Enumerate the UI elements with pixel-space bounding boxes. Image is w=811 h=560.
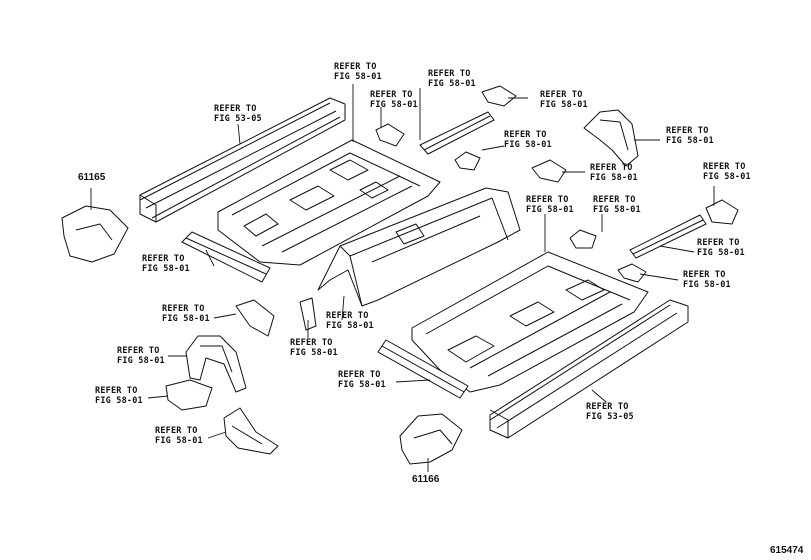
bracket-i xyxy=(299,297,317,331)
left-wheelhouse xyxy=(185,335,247,393)
ref-label-10: REFER TO FIG 58-01 xyxy=(526,195,574,215)
ref-label-6: REFER TO FIG 58-01 xyxy=(504,130,552,150)
left-lower-bracket-1 xyxy=(165,379,213,411)
part-number-61165: 61165 xyxy=(78,172,106,183)
ref-label-8: REFER TO FIG 58-01 xyxy=(590,163,638,183)
ref-label-17: REFER TO FIG 58-01 xyxy=(290,338,338,358)
figure-id: 615474 xyxy=(770,545,804,556)
left-rocker-panel xyxy=(139,97,346,223)
ref-label-9: REFER TO FIG 58-01 xyxy=(703,162,751,182)
front-floor-pan xyxy=(411,251,649,393)
ref-label-11: REFER TO FIG 58-01 xyxy=(593,195,641,215)
ref-label-3: REFER TO FIG 58-01 xyxy=(540,90,588,110)
ref-label-5: REFER TO FIG 53-05 xyxy=(214,104,262,124)
ref-label-4: REFER TO FIG 58-01 xyxy=(370,90,418,110)
ref-label-19: REFER TO FIG 58-01 xyxy=(338,370,386,390)
bracket-f xyxy=(617,263,647,283)
upper-reinforcement-1 xyxy=(419,111,495,155)
right-rocker-panel xyxy=(489,299,689,439)
ref-label-23: REFER TO FIG 53-05 xyxy=(586,402,634,422)
front-cross-member xyxy=(377,339,469,399)
ref-label-2: REFER TO FIG 58-01 xyxy=(428,69,476,89)
leader-lines xyxy=(90,84,715,472)
ref-label-14: REFER TO FIG 58-01 xyxy=(142,254,190,274)
ref-label-13: REFER TO FIG 58-01 xyxy=(683,270,731,290)
bracket-h xyxy=(235,299,275,337)
bracket-c xyxy=(454,151,481,171)
bracket-a xyxy=(375,123,405,147)
part-61165-bracket xyxy=(61,205,129,263)
bracket-g xyxy=(705,199,739,225)
ref-label-18: REFER TO FIG 58-01 xyxy=(117,346,165,366)
bracket-d xyxy=(531,159,567,183)
ref-label-1: REFER TO FIG 58-01 xyxy=(334,62,382,82)
ref-label-7: REFER TO FIG 58-01 xyxy=(666,126,714,146)
rear-floor-pan xyxy=(217,139,441,266)
bracket-b xyxy=(481,85,517,107)
part-61166-bracket xyxy=(399,413,463,465)
rear-cross-member xyxy=(181,231,271,283)
ref-label-21: REFER TO FIG 58-01 xyxy=(155,426,203,446)
bracket-e xyxy=(569,229,597,249)
right-wheelhouse xyxy=(583,109,639,167)
ref-label-12: REFER TO FIG 58-01 xyxy=(697,238,745,258)
ref-label-20: REFER TO FIG 58-01 xyxy=(95,386,143,406)
upper-reinforcement-2 xyxy=(629,214,707,259)
part-number-61166: 61166 xyxy=(412,474,440,485)
left-lower-bracket-2 xyxy=(223,407,279,455)
floor-tunnel xyxy=(317,187,521,307)
ref-label-15: REFER TO FIG 58-01 xyxy=(162,304,210,324)
ref-label-16: REFER TO FIG 58-01 xyxy=(326,311,374,331)
